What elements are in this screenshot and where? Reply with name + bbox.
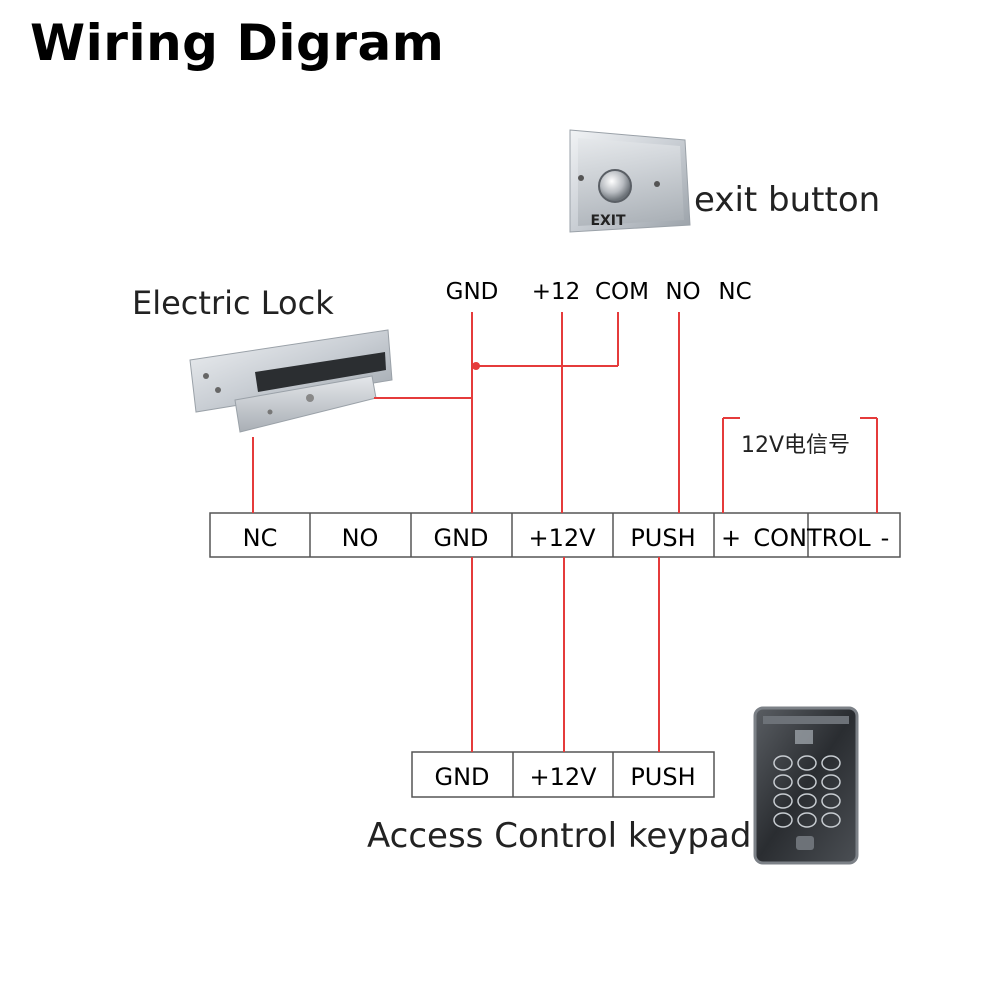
- electric-lock-image: [189, 329, 393, 433]
- page-title: Wiring Digram: [30, 14, 445, 72]
- exit-terminals: GND +12 COM NO NC: [446, 279, 752, 305]
- exit-button-label: exit button: [694, 180, 881, 220]
- keypad-key: [773, 812, 793, 828]
- controller-terminal-3: +12V: [528, 524, 596, 552]
- keypad-key: [797, 774, 817, 790]
- exit-terminal-4: NC: [718, 279, 751, 305]
- keypad-key: [797, 793, 817, 809]
- exit-terminal-2: COM: [595, 279, 649, 305]
- controller-terminal-block: NC NO GND +12V PUSH + CONTROL-: [209, 512, 901, 558]
- control-minus: -: [881, 524, 890, 552]
- keypad-image: [753, 706, 859, 865]
- exit-terminal-1: +12: [532, 279, 581, 305]
- control-label: CONTROL: [753, 524, 871, 552]
- keypad-key: [773, 755, 793, 771]
- keypad-key: [821, 774, 841, 790]
- exit-terminal-0: GND: [446, 279, 499, 305]
- keypad-key: [773, 774, 793, 790]
- exit-knob-icon: [598, 169, 632, 203]
- controller-terminal-1: NO: [342, 524, 379, 552]
- control-plus: +: [721, 524, 741, 552]
- keypad-key: [821, 793, 841, 809]
- access-keypad-label: Access Control keypad: [367, 816, 752, 856]
- keypad-key: [821, 755, 841, 771]
- signal-label: 12V电信号: [741, 433, 851, 458]
- controller-terminal-4: PUSH: [630, 524, 695, 552]
- exit-terminal-3: NO: [665, 279, 700, 305]
- electric-lock-label: Electric Lock: [132, 284, 334, 322]
- keypad-key: [797, 812, 817, 828]
- wires: [252, 312, 878, 752]
- controller-terminal-2: GND: [433, 524, 488, 552]
- keypad-terminal-0: GND: [434, 763, 489, 791]
- wire-junction-dot: [472, 362, 480, 370]
- controller-terminal-0: NC: [243, 524, 278, 552]
- card-reader-icon: [795, 730, 813, 744]
- keypad-key: [797, 755, 817, 771]
- keypad-key: [821, 812, 841, 828]
- exit-button-image: EXIT: [569, 129, 691, 233]
- keypad-key: [773, 793, 793, 809]
- keypad-terminal-2: PUSH: [630, 763, 695, 791]
- keypad-keys: [773, 755, 841, 828]
- exit-face-text: EXIT: [590, 213, 626, 229]
- controller-outline: [209, 512, 901, 558]
- keypad-terminal-block: GND +12V PUSH: [411, 751, 715, 798]
- keypad-terminal-1: +12V: [529, 763, 597, 791]
